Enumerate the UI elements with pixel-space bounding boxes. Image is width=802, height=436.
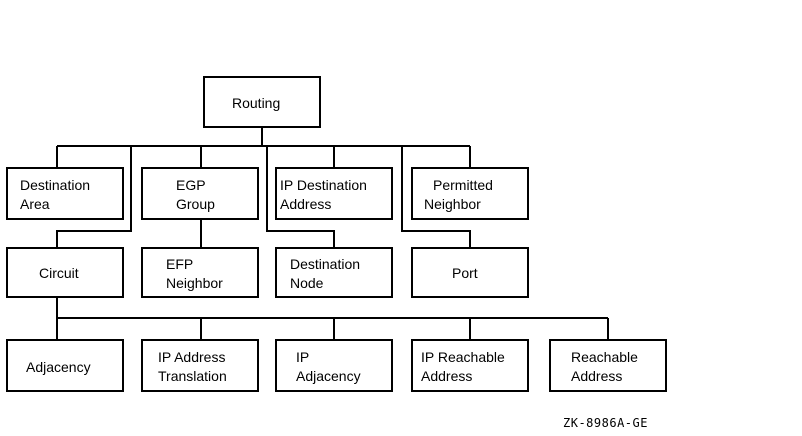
node-destination-node-label-2: Node: [290, 275, 324, 291]
node-efp-neighbor-label-2: Neighbor: [166, 275, 223, 291]
node-ip-address-translation-label-1: IP Address: [158, 349, 225, 365]
node-adjacency: Adjacency: [6, 339, 124, 392]
node-ip-destination-address-label-1: IP Destination: [280, 177, 367, 193]
node-port-label: Port: [452, 265, 478, 281]
node-ip-destination-address: IP Destination Address: [275, 167, 393, 220]
node-destination-area-label-2: Area: [20, 196, 50, 212]
node-destination-node-label-1: Destination: [290, 256, 360, 272]
node-ip-address-translation-label-2: Translation: [158, 368, 227, 384]
node-ip-destination-address-label-2: Address: [280, 196, 331, 212]
node-ip-reachable-address-label-2: Address: [421, 368, 472, 384]
node-circuit: Circuit: [6, 247, 124, 298]
node-routing-label: Routing: [232, 95, 280, 111]
node-ip-reachable-address: IP Reachable Address: [411, 339, 529, 392]
node-permitted-neighbor-label-1: Permitted: [433, 177, 493, 193]
node-egp-group-label-2: Group: [176, 196, 215, 212]
node-destination-node: Destination Node: [275, 247, 393, 298]
node-reachable-address-label-2: Address: [571, 368, 622, 384]
node-circuit-label: Circuit: [39, 265, 79, 281]
node-egp-group-label-1: EGP: [176, 177, 206, 193]
node-permitted-neighbor: Permitted Neighbor: [411, 167, 529, 220]
node-ip-adjacency-label-2: Adjacency: [296, 368, 361, 384]
node-efp-neighbor-label-1: EFP: [166, 256, 193, 272]
node-reachable-address-label-1: Reachable: [571, 349, 638, 365]
node-ip-adjacency-label-1: IP: [296, 349, 309, 365]
node-reachable-address: Reachable Address: [549, 339, 667, 392]
node-ip-adjacency: IP Adjacency: [275, 339, 393, 392]
node-ip-reachable-address-label-1: IP Reachable: [421, 349, 505, 365]
node-permitted-neighbor-label-2: Neighbor: [424, 196, 481, 212]
node-ip-address-translation: IP Address Translation: [141, 339, 259, 392]
node-efp-neighbor: EFP Neighbor: [141, 247, 259, 298]
node-port: Port: [411, 247, 529, 298]
figure-id: ZK-8986A-GE: [563, 416, 648, 430]
node-adjacency-label: Adjacency: [26, 359, 91, 375]
node-egp-group: EGP Group: [141, 167, 259, 220]
node-routing: Routing: [203, 76, 321, 128]
connector-lines: [56, 127, 609, 340]
node-destination-area-label-1: Destination: [20, 177, 90, 193]
node-destination-area: Destination Area: [6, 167, 124, 220]
